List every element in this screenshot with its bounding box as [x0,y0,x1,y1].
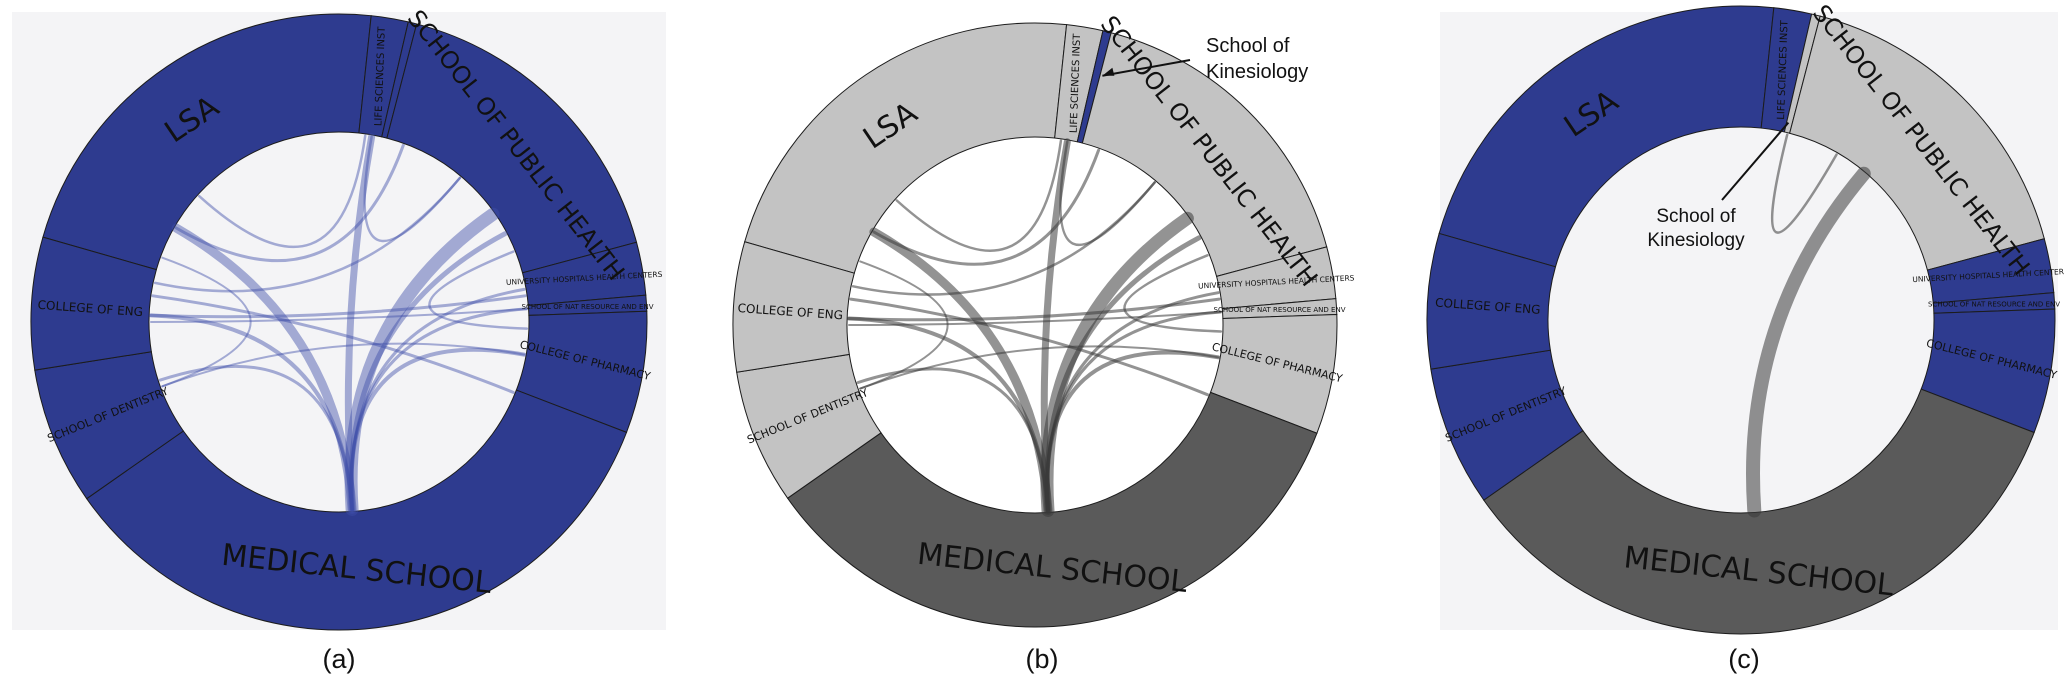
chord [158,365,354,511]
chord [161,256,252,388]
chord [859,260,949,390]
chord [153,176,462,293]
chord [428,250,529,330]
chord [1770,133,1838,234]
chord [349,347,527,512]
callout-pointer [1102,59,1191,77]
segment-lsa [1438,5,1775,268]
callout-label-line1: School of [1206,35,1290,57]
callout-label-line2: Kinesiology [1206,61,1308,83]
chord [1123,254,1223,333]
chord [895,139,1063,252]
chord [363,135,462,243]
segment-lsa [744,22,1068,274]
chord [171,223,357,514]
chord [344,207,500,516]
callout-label-line2: Kinesiology [1647,230,1745,251]
chord [348,231,508,512]
segment-engineering [1426,232,1557,370]
segment-medical [786,391,1318,628]
segment-label-nat-res: SCHOOL OF NAT RESOURCE AND ENV [1928,301,2060,309]
chord [149,313,355,512]
chord [847,297,1221,322]
callout-label-line1: School of [1656,206,1736,227]
segment-public-health [386,23,638,274]
segment-label-nat-res: SCHOOL OF NAT RESOURCE AND ENV [1214,306,1346,314]
chord [150,307,528,323]
chord [161,342,526,388]
chord [149,294,527,319]
chord [849,297,1209,397]
arrowhead-icon [1102,67,1115,76]
panel-caption: (c) [1728,644,1759,674]
chord [848,311,1222,326]
chord [198,134,367,249]
segment-medical [86,389,628,631]
callout-pointer [1721,121,1790,201]
segment-public-health [1789,15,2045,271]
panel-caption: (b) [1026,644,1059,674]
segment-lsa [42,13,372,271]
segment-label-life-sci: LIFE SCIENCES INST [1776,19,1790,120]
chord [174,143,405,263]
segment-label-life-sci: LIFE SCIENCES INST [1069,33,1083,134]
chord [851,181,1156,296]
chord [1746,166,1871,518]
chord [151,294,515,394]
chord [872,148,1101,266]
segment-medical [1483,388,2035,635]
chord [1045,350,1221,513]
chord [349,307,528,511]
segment-label-life-sci: LIFE SCIENCES INST [373,26,387,127]
chord [349,287,526,511]
chord [344,133,376,513]
segment-label-nat-res: SCHOOL OF NAT RESOURCE AND ENV [522,303,654,311]
segment-engineering [30,236,157,371]
chord [859,345,1220,390]
panel-caption: (a) [323,644,356,674]
segment-engineering [732,241,855,373]
